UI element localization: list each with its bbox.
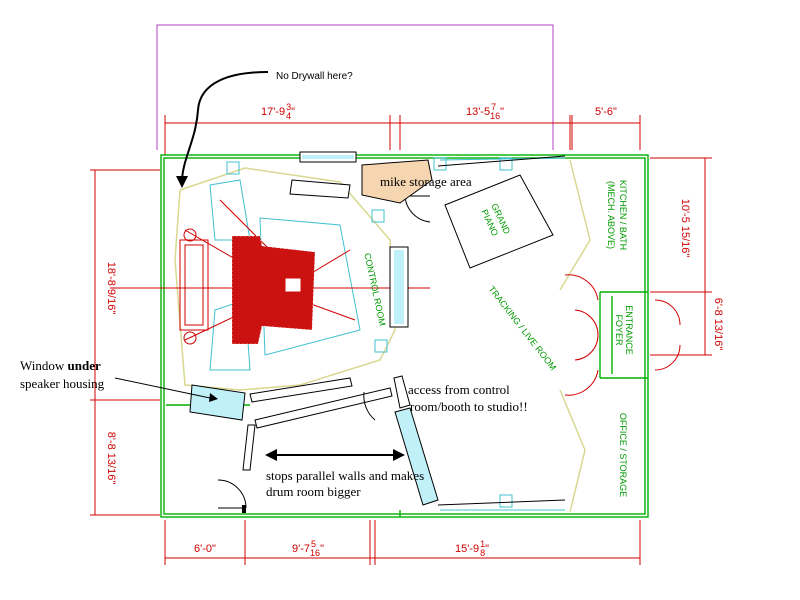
top-dimension-lines xyxy=(164,115,641,155)
partition-walls xyxy=(174,159,591,513)
dim-left-1: 18'-8 9/16" xyxy=(105,262,117,315)
grand-piano xyxy=(444,174,554,269)
mike-storage-area xyxy=(361,159,433,204)
note-access-line-1: access from control xyxy=(408,382,510,397)
parallel-walls-arrow xyxy=(265,449,405,461)
note-window-line-2: speaker housing xyxy=(20,376,105,391)
note-access-line-2: room/booth to studio!! xyxy=(410,399,528,414)
label-control-room: CONTROL ROOM xyxy=(362,252,387,327)
left-dimension-lines xyxy=(90,169,160,516)
label-kitchen-bath: KITCHEN / BATH xyxy=(618,180,628,250)
label-office-storage: OFFICE / STORAGE xyxy=(618,413,628,497)
doors xyxy=(217,195,681,513)
no-drywall-arrow xyxy=(181,71,269,183)
couch xyxy=(179,228,209,345)
right-dimension-lines xyxy=(650,157,712,356)
dim-right-2: 6'-8 13/16" xyxy=(712,298,724,351)
dim-top-3: 5'-6" xyxy=(595,106,617,118)
roof-outline xyxy=(156,24,554,150)
dim-bottom-1: 6'-0" xyxy=(194,543,216,555)
window-callout-arrow xyxy=(114,377,211,399)
note-mike-storage: mike storage area xyxy=(380,174,472,189)
dim-right-1: 10'-5 15/16" xyxy=(679,199,691,258)
label-mech-above: (MECH. ABOVE) xyxy=(606,181,616,249)
note-window-line-1: Window under xyxy=(20,358,101,373)
label-entrance: ENTRANCE xyxy=(624,305,634,355)
label-foyer: FOYER xyxy=(614,314,624,346)
note-stops-line-2: drum room bigger xyxy=(266,484,361,499)
bottom-dimension-lines xyxy=(164,520,641,565)
dim-left-2: 8'-8 13/16" xyxy=(105,432,117,485)
label-tracking-room: TRACKING / LIVE ROOM xyxy=(486,284,558,372)
note-no-drywall: No Drywall here? xyxy=(276,71,353,82)
windows xyxy=(189,151,566,511)
note-stops-line-1: stops parallel walls and makes xyxy=(266,468,424,483)
mixing-console xyxy=(231,235,316,345)
